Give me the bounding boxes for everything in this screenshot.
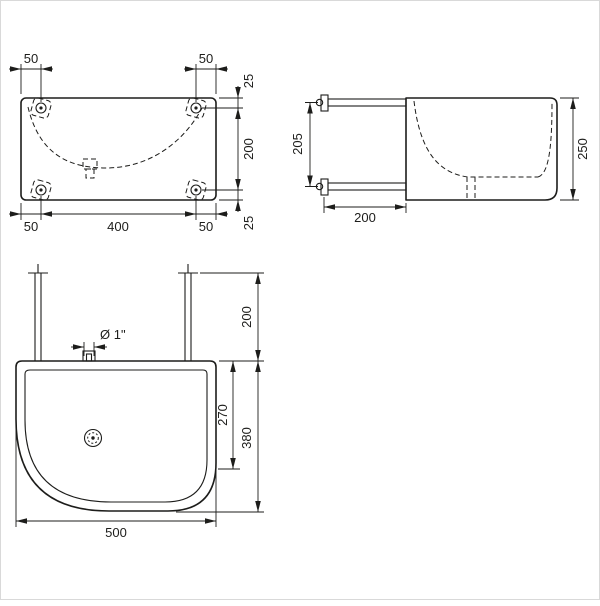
plan-dimensions: Ø 1" 200 270 380 500 (15, 272, 264, 540)
side-dimensions: 205 250 200 (290, 97, 590, 225)
rear-view: 50 50 50 400 50 25 200 25 (9, 51, 256, 234)
hidden-bowl-outline (27, 106, 203, 169)
drain-strainer (83, 428, 103, 448)
dim-plan-overall-width: 500 (105, 525, 127, 540)
dim-side-bracket-length: 200 (354, 210, 376, 225)
dim-rear-bottom-right: 50 (199, 219, 213, 234)
basin-body-side (405, 97, 558, 201)
extension-lines (20, 64, 217, 102)
extension-lines (560, 97, 579, 201)
dim-rear-right-middle: 200 (241, 138, 256, 160)
extension-lines (200, 272, 264, 362)
extension-lines (20, 196, 217, 220)
wall-bracket-bottom (315, 178, 407, 196)
dim-plan-bracket-length: 200 (239, 306, 254, 328)
extension-lines (305, 102, 318, 187)
dim-rear-right-top: 25 (241, 74, 256, 88)
mounting-hole-top-left (30, 97, 52, 119)
extension-lines (15, 425, 217, 527)
dim-rear-top-right: 50 (199, 51, 213, 66)
hidden-drain-pipe (466, 177, 476, 198)
bowl-rim (24, 369, 208, 503)
dim-rear-right-bottom: 25 (241, 216, 256, 230)
hidden-bowl-profile (413, 100, 538, 178)
wall-bracket-top (315, 94, 407, 112)
mounting-hole-bottom-right (185, 179, 207, 201)
plan-view: Ø 1" 200 270 380 500 (15, 264, 264, 540)
mounting-hole-bottom-left (30, 179, 52, 201)
extension-lines (202, 97, 243, 201)
mounting-plate (20, 97, 217, 201)
basin-outline (15, 360, 217, 512)
dim-side-overall-height: 250 (575, 138, 590, 160)
dim-plan-tap-hole: Ø 1" (100, 327, 126, 342)
dim-rear-bottom-left: 50 (24, 219, 38, 234)
bracket-left (28, 264, 48, 361)
dim-side-bracket-spacing: 205 (290, 133, 305, 155)
hidden-drain (82, 158, 98, 179)
rear-dimensions: 50 50 50 400 50 25 200 25 (9, 51, 256, 234)
side-view: 205 250 200 (290, 94, 590, 225)
bracket-right (178, 264, 198, 361)
hidden-bowl-front (537, 102, 553, 178)
dim-rear-bottom-middle: 400 (107, 219, 129, 234)
dim-plan-bowl-depth: 270 (215, 404, 230, 426)
mounting-hole-top-right (185, 97, 207, 119)
dim-plan-overall-depth: 380 (239, 427, 254, 449)
tap-hole (82, 350, 96, 362)
dim-rear-top-left: 50 (24, 51, 38, 66)
